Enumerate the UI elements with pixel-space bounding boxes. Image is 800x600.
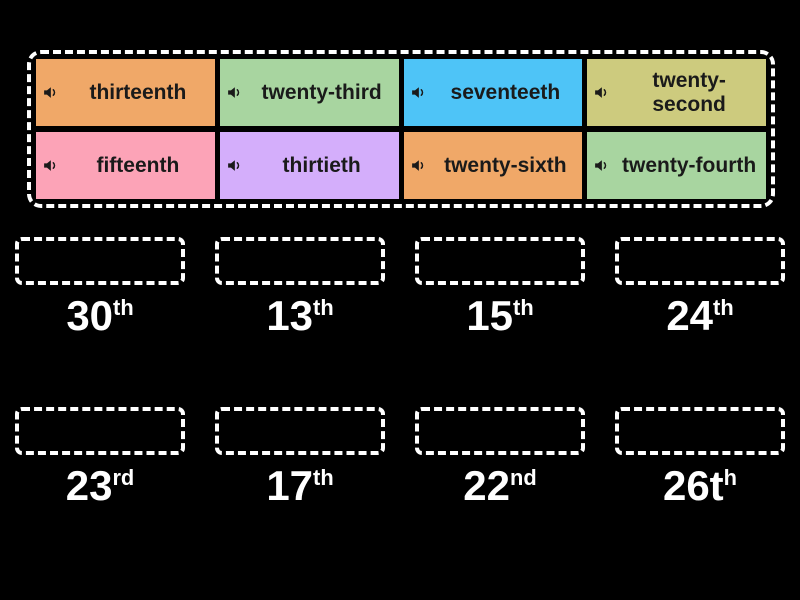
answer-cell-24th: 24th bbox=[600, 237, 800, 337]
dropzone-24th[interactable] bbox=[615, 237, 785, 285]
answer-label-15th: 15th bbox=[466, 295, 533, 337]
tile-row-1: thirteenth twenty-third seventeeth twent… bbox=[36, 59, 766, 126]
answer-number: 13 bbox=[266, 292, 314, 339]
speaker-icon[interactable] bbox=[226, 84, 243, 101]
tile-label: thirteenth bbox=[89, 80, 187, 104]
tile-label: twenty-sixth bbox=[444, 153, 567, 177]
answer-cell-15th: 15th bbox=[400, 237, 600, 337]
dropzone-23rd[interactable] bbox=[15, 407, 185, 455]
answer-row-2: 23rd 17th 22nd 26th bbox=[0, 407, 800, 507]
answer-number: 24 bbox=[666, 292, 714, 339]
answer-label-24th: 24th bbox=[666, 295, 733, 337]
dropzone-26th[interactable] bbox=[615, 407, 785, 455]
word-tile-tray: thirteenth twenty-third seventeeth twent… bbox=[27, 50, 775, 208]
speaker-icon[interactable] bbox=[410, 84, 427, 101]
speaker-icon[interactable] bbox=[410, 157, 427, 174]
answer-number: 30 bbox=[66, 292, 114, 339]
tile-thirteenth[interactable]: thirteenth bbox=[36, 59, 215, 126]
answer-label-17th: 17th bbox=[266, 465, 333, 507]
answer-row-1: 30th 13th 15th 24th bbox=[0, 237, 800, 337]
answer-cell-23rd: 23rd bbox=[0, 407, 200, 507]
answer-cell-22nd: 22nd bbox=[400, 407, 600, 507]
tile-seventeeth[interactable]: seventeeth bbox=[403, 59, 583, 126]
answer-number: 15 bbox=[466, 292, 514, 339]
answer-number: 17 bbox=[266, 462, 314, 509]
tile-label: fifteenth bbox=[96, 153, 180, 177]
answer-label-13th: 13th bbox=[266, 295, 333, 337]
dropzone-13th[interactable] bbox=[215, 237, 385, 285]
answer-label-23rd: 23rd bbox=[66, 465, 135, 507]
answer-number: 22 bbox=[463, 462, 511, 509]
answer-suffix: th bbox=[513, 295, 534, 320]
tile-label: seventeeth bbox=[450, 80, 561, 104]
answer-label-26th: 26th bbox=[663, 465, 737, 507]
answer-cell-30th: 30th bbox=[0, 237, 200, 337]
tile-label: thirtieth bbox=[282, 153, 361, 177]
dropzone-15th[interactable] bbox=[415, 237, 585, 285]
answer-suffix: th bbox=[313, 465, 334, 490]
answer-label-30th: 30th bbox=[66, 295, 133, 337]
tile-twenty-fourth[interactable]: twenty-fourth bbox=[587, 132, 766, 199]
tile-label: twenty-fourth bbox=[622, 153, 757, 177]
tile-twenty-third[interactable]: twenty-third bbox=[219, 59, 399, 126]
answer-number: 26t bbox=[662, 462, 724, 509]
speaker-icon[interactable] bbox=[42, 157, 59, 174]
tile-label: twenty-third bbox=[261, 80, 382, 104]
answer-number: 23 bbox=[65, 462, 113, 509]
tile-row-2: fifteenth thirtieth twenty-sixth twenty-… bbox=[36, 132, 766, 199]
answer-suffix: nd bbox=[510, 465, 537, 490]
tile-twenty-second[interactable]: twenty-second bbox=[587, 59, 766, 126]
speaker-icon[interactable] bbox=[593, 84, 610, 101]
dropzone-22nd[interactable] bbox=[415, 407, 585, 455]
speaker-icon[interactable] bbox=[226, 157, 243, 174]
dropzone-30th[interactable] bbox=[15, 237, 185, 285]
speaker-icon[interactable] bbox=[42, 84, 59, 101]
answer-suffix: th bbox=[713, 295, 734, 320]
answer-cell-13th: 13th bbox=[200, 237, 400, 337]
dropzone-17th[interactable] bbox=[215, 407, 385, 455]
answer-suffix: th bbox=[113, 295, 134, 320]
answer-cell-17th: 17th bbox=[200, 407, 400, 507]
speaker-icon[interactable] bbox=[593, 157, 610, 174]
tile-label: twenty-second bbox=[652, 68, 726, 116]
answer-suffix: h bbox=[723, 465, 738, 490]
answer-label-22nd: 22nd bbox=[463, 465, 536, 507]
tile-thirtieth[interactable]: thirtieth bbox=[219, 132, 399, 199]
tile-twenty-sixth[interactable]: twenty-sixth bbox=[403, 132, 583, 199]
tile-fifteenth[interactable]: fifteenth bbox=[36, 132, 215, 199]
answer-suffix: rd bbox=[112, 465, 135, 490]
answer-cell-26th: 26th bbox=[600, 407, 800, 507]
answer-suffix: th bbox=[313, 295, 334, 320]
